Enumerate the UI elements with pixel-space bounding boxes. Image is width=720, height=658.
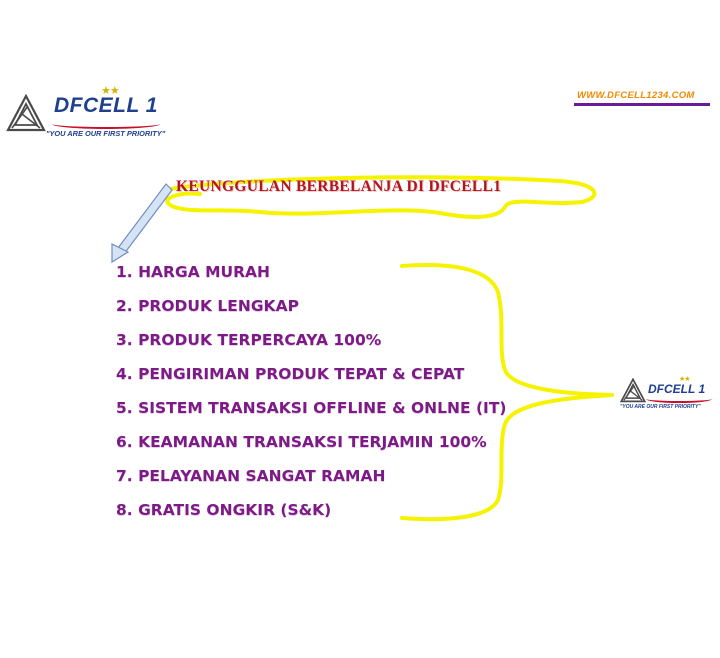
advantages-list: 1. HARGA MURAH 2. PRODUK LENGKAP 3. PROD…	[116, 260, 506, 532]
arrow-icon	[111, 183, 173, 264]
logo-tagline: "YOU ARE OUR FIRST PRIORITY"	[46, 129, 166, 138]
logo-brand-text: DFCELL 1	[54, 94, 158, 117]
dfcell-triangle-logo-icon	[620, 378, 646, 403]
logo-brand-text: DFCELL 1	[648, 382, 706, 396]
logo-stars: ★★	[101, 85, 120, 97]
logo-swoosh	[646, 395, 712, 403]
list-item: 6. KEAMANAN TRANSAKSI TERJAMIN 100%	[116, 433, 487, 451]
list-item: 3. PRODUK TERPERCAYA 100%	[116, 331, 382, 349]
logo-stars: ★★	[679, 376, 691, 383]
brand-logo-small: ★★ DFCELL 1 "YOU ARE OUR FIRST PRIORITY"	[616, 374, 720, 414]
website-link[interactable]: WWW.DFCELL1234.COM	[577, 90, 695, 101]
website-underline	[574, 103, 710, 106]
list-item: 2. PRODUK LENGKAP	[116, 297, 299, 315]
list-item: 1. HARGA MURAH	[116, 263, 271, 281]
logo-swoosh	[52, 119, 160, 129]
list-item: 7. PELAYANAN SANGAT RAMAH	[116, 467, 386, 485]
list-item: 8. GRATIS ONGKIR (S&K)	[116, 501, 332, 519]
logo-tagline: "YOU ARE OUR FIRST PRIORITY"	[620, 404, 701, 410]
brand-logo: ★★ DFCELL 1 "YOU ARE OUR FIRST PRIORITY"	[6, 84, 176, 144]
list-item: 5. SISTEM TRANSAKSI OFFLINE & ONLNE (IT)	[116, 399, 507, 417]
dfcell-triangle-logo-icon	[6, 94, 46, 132]
list-item: 4. PENGIRIMAN PRODUK TEPAT & CEPAT	[116, 365, 465, 383]
headline: KEUNGGULAN BERBELANJA DI DFCELL1	[176, 178, 502, 195]
